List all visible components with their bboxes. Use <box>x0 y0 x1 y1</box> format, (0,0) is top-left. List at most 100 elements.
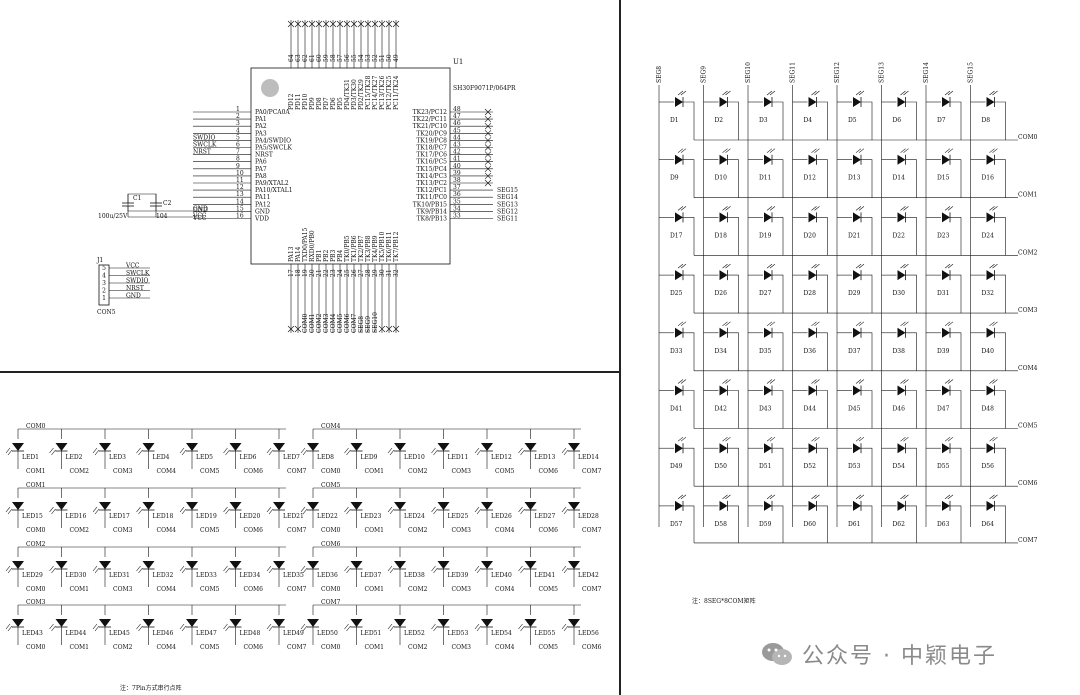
matrix-led-label: D45 <box>848 406 861 413</box>
no-connect-stroke <box>484 165 492 173</box>
matrix-note: 注：8SEG*8COM矩阵 <box>692 597 756 605</box>
matrix-com-label: COM4 <box>1018 365 1038 372</box>
connector-net: SWCLK <box>126 270 150 277</box>
led-ray <box>51 508 56 515</box>
charlie-led-label: LED55 <box>535 630 556 637</box>
led-wire <box>905 332 917 371</box>
pin-number: 36 <box>453 191 461 198</box>
no-connect-stroke <box>350 20 358 28</box>
led-wire <box>772 390 784 429</box>
led-ray <box>476 567 482 574</box>
led-triangle <box>12 619 24 627</box>
led-triangle <box>524 561 537 569</box>
pin-name: PD12 <box>288 93 295 110</box>
led-triangle <box>675 385 683 396</box>
led-ray <box>138 449 143 456</box>
pin-number: 49 <box>393 54 400 62</box>
pin-number: 55 <box>351 54 358 62</box>
led-ray <box>5 447 11 454</box>
led-wire <box>727 505 739 543</box>
no-connect-stroke <box>378 20 386 28</box>
no-connect-mark <box>329 20 337 28</box>
led-ray <box>903 206 909 211</box>
led-ray <box>944 206 951 211</box>
charlie-bottom-com: COM2 <box>408 586 428 593</box>
charlie-led-label: LED53 <box>448 630 469 637</box>
matrix-seg-column: SEG13 <box>879 62 886 527</box>
matrix-seg-column: SEG11 <box>790 62 797 527</box>
charlie-bottom-com: COM0 <box>26 527 46 534</box>
led-wire <box>950 447 962 487</box>
led-triangle <box>764 154 772 165</box>
led-ray <box>431 623 436 630</box>
pin-number: 62 <box>302 54 309 62</box>
matrix-led-label: D41 <box>670 406 682 413</box>
no-connect-mark <box>287 20 295 28</box>
mcu-bottom-pins: PA1317PA1418TXD0/PA1519COM0RXD0/PB020COM… <box>287 227 400 333</box>
led-wire <box>994 332 1006 371</box>
led-ray <box>561 623 567 630</box>
no-connect-mark <box>357 20 365 28</box>
pin-name: PD6 <box>330 97 337 110</box>
matrix-led-label: D38 <box>893 348 906 355</box>
charlie-bottom-com: COM4 <box>157 468 177 475</box>
charlie-bottom-com: COM6 <box>244 527 264 534</box>
led-ray <box>814 494 820 500</box>
matrix-seg-label: SEG11 <box>790 62 797 83</box>
led-ray <box>476 449 482 456</box>
pin-name: TK21/PC10 <box>413 123 448 130</box>
led-ray <box>814 321 820 327</box>
matrix-seg-label: SEG12 <box>834 62 841 83</box>
led-wire <box>727 332 739 371</box>
led-triangle <box>897 327 906 338</box>
vcc-net: VCC <box>192 215 207 222</box>
led-ray <box>725 90 731 96</box>
net-label: COM3 <box>323 313 330 333</box>
led-triangle <box>942 154 950 165</box>
pin-name: PA9/XTAL2 <box>255 180 289 187</box>
no-connect-stroke <box>287 20 295 28</box>
led-triangle <box>808 97 817 107</box>
matrix-led-label: D47 <box>937 406 950 413</box>
pin-number: 13 <box>236 191 244 198</box>
pin-name: TK17/PC6 <box>416 152 447 159</box>
pin-number: 32 <box>393 269 400 277</box>
pin-name: TK4/PB9 <box>372 235 379 262</box>
net-label: COM0 <box>302 313 309 333</box>
led-ray <box>677 436 684 442</box>
matrix-led-label: D55 <box>937 463 950 470</box>
led-ray <box>431 447 436 454</box>
pin-name: TK15/PC4 <box>416 166 447 173</box>
pin-number: 60 <box>316 54 323 62</box>
led-ray <box>989 206 995 211</box>
led-ray <box>563 567 569 574</box>
led-wire <box>816 159 828 198</box>
led-triangle <box>897 500 906 511</box>
led-ray <box>433 567 438 574</box>
led-ray <box>903 321 909 327</box>
led-ray <box>181 508 187 515</box>
led-ray <box>855 206 862 211</box>
led-ray <box>136 565 141 572</box>
pin-number: 42 <box>453 149 461 156</box>
led-triangle <box>437 561 450 569</box>
led-ray <box>51 449 56 456</box>
led-triangle <box>853 270 861 281</box>
charlie-block: COM6LED36COM0LED37COM1LED38COM2LED39COM3… <box>300 541 602 593</box>
led-ray <box>811 436 817 442</box>
charlie-bottom-com: COM1 <box>365 586 384 593</box>
led-ray <box>179 506 185 513</box>
no-connect-stroke <box>385 20 393 28</box>
charlie-bottom-com: COM6 <box>244 586 264 593</box>
no-connect-stroke <box>301 20 309 28</box>
charlie-bottom-com: COM5 <box>200 644 220 651</box>
charlie-bottom-com: COM2 <box>113 644 133 651</box>
led-ray <box>520 449 525 456</box>
led-triangle <box>307 619 319 627</box>
matrix-led-label: D7 <box>937 117 946 124</box>
net-label: SEG15 <box>497 187 518 194</box>
led-ray <box>680 494 687 500</box>
charlie-led-label: LED26 <box>491 513 512 520</box>
pin-name: PC11/TK24 <box>393 75 400 110</box>
led-ray <box>766 206 773 211</box>
